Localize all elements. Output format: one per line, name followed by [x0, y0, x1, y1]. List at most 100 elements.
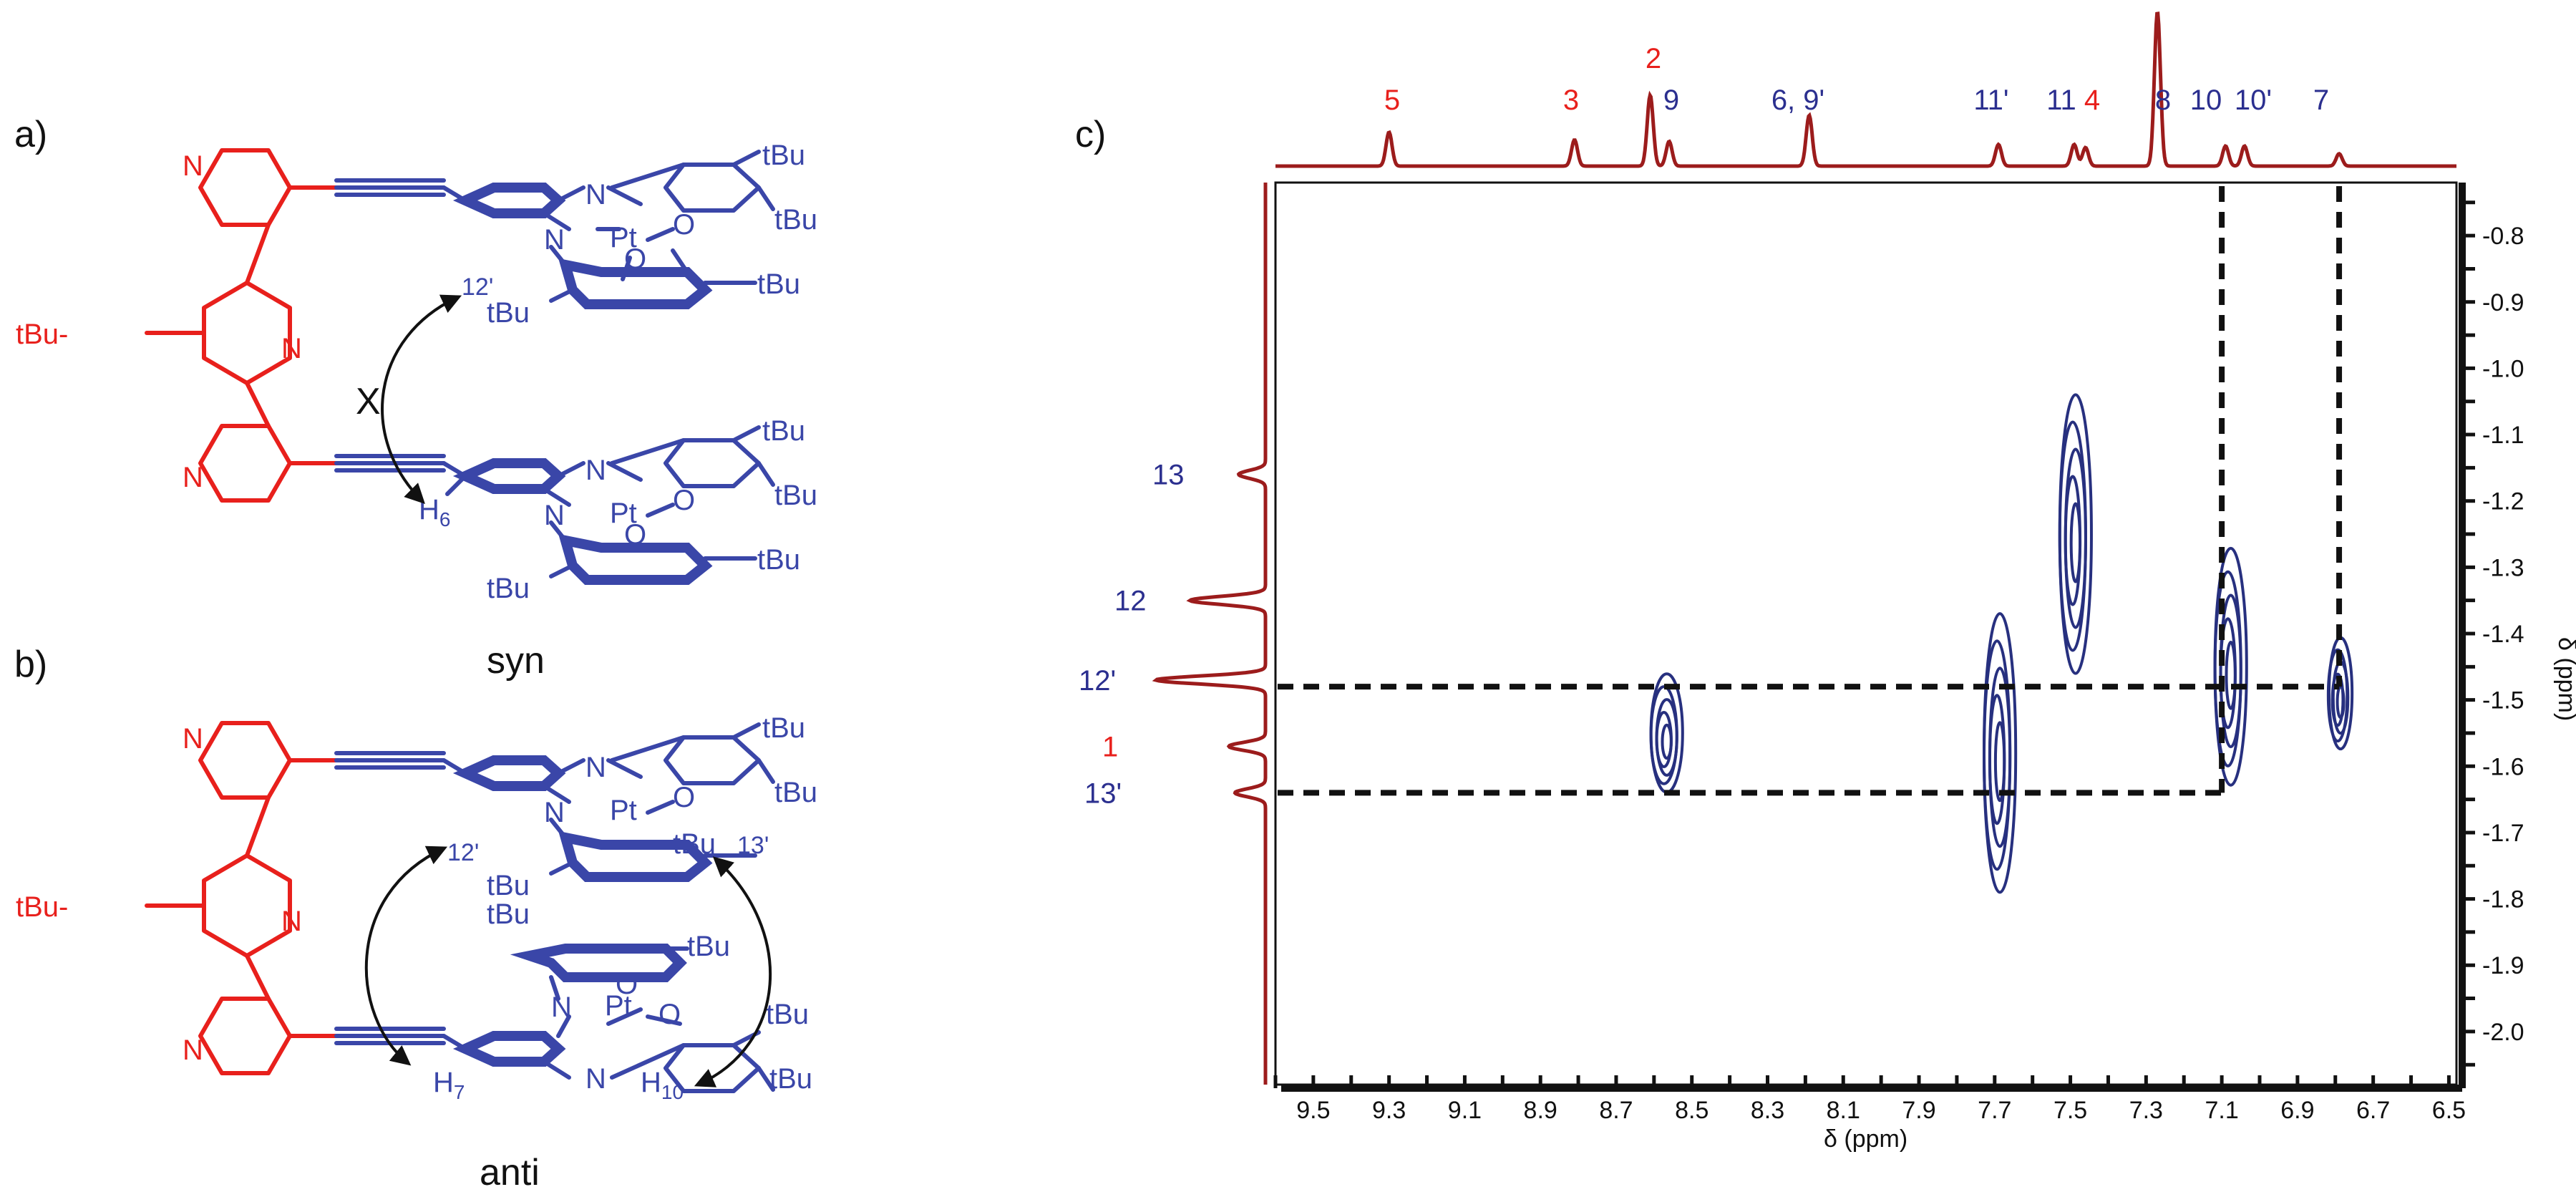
x-tick-label: 6.7	[2356, 1097, 2390, 1124]
top-peak-label: 4	[2084, 84, 2100, 116]
x-tick-label: 7.5	[2053, 1097, 2087, 1124]
x-tick-label: 8.3	[1751, 1097, 1784, 1124]
y-tick-label: -1.3	[2482, 554, 2524, 581]
tbu-label: tBu	[762, 415, 805, 447]
tbu-label: tBu	[762, 712, 805, 744]
tbu-label: tBu	[774, 204, 817, 236]
top-peak-label: 6, 9'	[1771, 84, 1824, 116]
atom-pt: Pt	[610, 222, 637, 253]
top-peak-label: 10	[2190, 84, 2222, 116]
y-tick-label: -1.6	[2482, 753, 2524, 780]
left-peak-label: 12	[1114, 586, 1147, 617]
noe-arrow-12p-h7	[364, 845, 448, 1066]
x-tick-label: 8.7	[1599, 1097, 1633, 1124]
noe-arrow-13p-h10	[694, 856, 772, 1087]
y-tick-label: -1.0	[2482, 355, 2524, 382]
tbu-label: tBu	[487, 870, 530, 901]
tbu-red: tBu-	[16, 319, 68, 350]
anti-structure: N N N tBu- N N Pt O tBu tBu tB	[16, 712, 817, 1103]
atom-pt: Pt	[610, 498, 637, 529]
y-tick-label: -1.7	[2482, 820, 2524, 847]
terpyridine-core-a	[145, 148, 339, 503]
y-axis-title: δ (ppm)	[2553, 637, 2576, 721]
y-tick-label: -1.2	[2482, 488, 2524, 515]
contour-ring	[1993, 721, 2006, 803]
top-peak-label: 7	[2313, 84, 2329, 116]
top-peak-label: 5	[1384, 84, 1400, 116]
noe-arrow-blocked	[381, 294, 462, 504]
tbu-label: tBu	[766, 999, 809, 1030]
x-tick-label: 7.7	[1978, 1097, 2011, 1124]
atom-n: N	[183, 150, 203, 182]
x-tick-label: 6.5	[2432, 1097, 2466, 1124]
tbu-label: tBu	[487, 573, 530, 604]
panel-label-a: a)	[14, 114, 47, 155]
tbu-label: tBu	[687, 931, 730, 962]
y-tick-label: -1.9	[2482, 952, 2524, 979]
atom-n: N	[544, 500, 565, 531]
top-peak-label: 11	[2046, 84, 2076, 116]
atom-n: N	[551, 992, 572, 1023]
x-tick-label: 8.1	[1827, 1097, 1860, 1124]
tbu-label: tBu	[487, 898, 530, 930]
label-13p: 13'	[737, 832, 769, 859]
label-12p: 12'	[462, 273, 493, 301]
atom-pt: Pt	[610, 795, 637, 826]
label-12p: 12'	[447, 839, 479, 866]
top-1d-spectrum	[1275, 11, 2456, 168]
x-tick-label: 8.9	[1524, 1097, 1557, 1124]
top-peak-label: 9	[1663, 84, 1679, 116]
x-tick-label: 9.5	[1296, 1097, 1330, 1124]
atom-o: O	[658, 999, 681, 1030]
blocked-x-mark: X	[356, 381, 381, 422]
x-axis-title: δ (ppm)	[1824, 1125, 1907, 1153]
atom-o: O	[616, 969, 638, 1000]
atom-n: N	[544, 797, 565, 828]
atom-n: N	[585, 455, 606, 486]
pt-complex-upper-a	[334, 150, 775, 309]
atom-n: N	[544, 224, 565, 256]
plot-frame	[1274, 181, 2458, 1086]
atom-n: N	[281, 906, 302, 937]
atom-n: N	[585, 179, 606, 210]
x-tick-label: 7.9	[1902, 1097, 1935, 1124]
cross-peak-contours	[1649, 393, 2354, 894]
atom-n: N	[281, 333, 302, 364]
y-tick-label: -1.5	[2482, 687, 2524, 714]
atom-n: N	[585, 1063, 606, 1095]
panel-label-b: b)	[14, 644, 47, 685]
top-peak-label: 11'	[1973, 84, 2008, 116]
contour-ring	[2225, 641, 2237, 710]
tbu-red: tBu-	[16, 891, 68, 923]
x-tick-label: 6.9	[2280, 1097, 2314, 1124]
contour-ring	[2336, 684, 2346, 719]
terpyridine-core-b	[145, 721, 339, 1075]
x-tick-label: 7.3	[2129, 1097, 2163, 1124]
y-tick-label: -1.8	[2482, 886, 2524, 914]
y-tick-label: -1.4	[2482, 621, 2524, 648]
y-tick-label: -0.8	[2482, 223, 2524, 250]
atom-o: O	[624, 243, 646, 275]
y-tick-label: -2.0	[2482, 1019, 2524, 1046]
x-tick-label: 7.1	[2205, 1097, 2238, 1124]
atom-o: O	[624, 519, 646, 551]
top-peak-label: 2	[1646, 43, 1661, 74]
h6-label: H6	[419, 494, 450, 530]
h10-label: H10	[641, 1067, 684, 1103]
panel-label-c: c)	[1075, 114, 1106, 155]
pt-complex-lower-b	[334, 944, 775, 1093]
tbu-label: tBu	[774, 777, 817, 808]
y-tick-label: -0.9	[2482, 289, 2524, 316]
contour-ring	[1988, 694, 2006, 825]
atom-n: N	[183, 462, 203, 493]
atom-o: O	[673, 485, 695, 516]
x-tick-label: 9.1	[1448, 1097, 1482, 1124]
atom-o: O	[673, 782, 695, 813]
syn-structure: N N N tBu- N N Pt	[16, 140, 817, 604]
atom-o: O	[673, 209, 695, 241]
tbu-label: tBu	[769, 1063, 812, 1095]
